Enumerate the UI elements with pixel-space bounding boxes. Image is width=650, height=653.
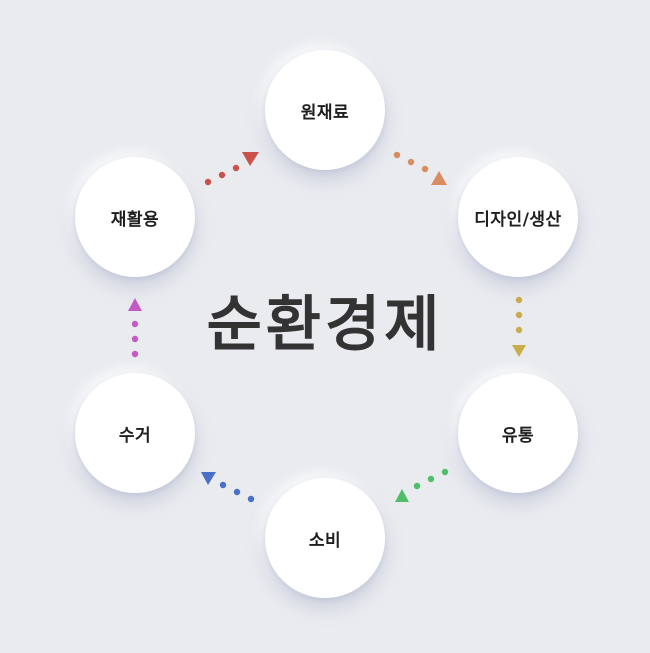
node-label: 디자인/생산 <box>474 209 562 230</box>
arrow-consumption-to-collection <box>201 472 255 503</box>
node-label: 소비 <box>308 530 342 551</box>
arrow-distribution-to-consumption <box>395 468 449 502</box>
node-consumption: 소비 <box>265 478 385 598</box>
node-collection: 수거 <box>75 373 195 493</box>
node-design-production: 디자인/생산 <box>458 157 578 277</box>
arrow-raw-material-to-design <box>393 151 447 185</box>
node-label: 재활용 <box>110 209 160 230</box>
node-label: 유통 <box>501 425 535 446</box>
diagram-title: 순환경제 <box>206 290 444 360</box>
node-label: 수거 <box>118 425 152 446</box>
node-raw-material: 원재료 <box>265 50 385 170</box>
node-distribution: 유통 <box>458 373 578 493</box>
arrow-collection-to-recycling <box>128 298 142 358</box>
node-label: 원재료 <box>300 102 350 123</box>
node-recycling: 재활용 <box>75 157 195 277</box>
arrow-design-to-distribution <box>512 296 526 357</box>
arrow-recycling-to-raw-material <box>204 152 259 186</box>
